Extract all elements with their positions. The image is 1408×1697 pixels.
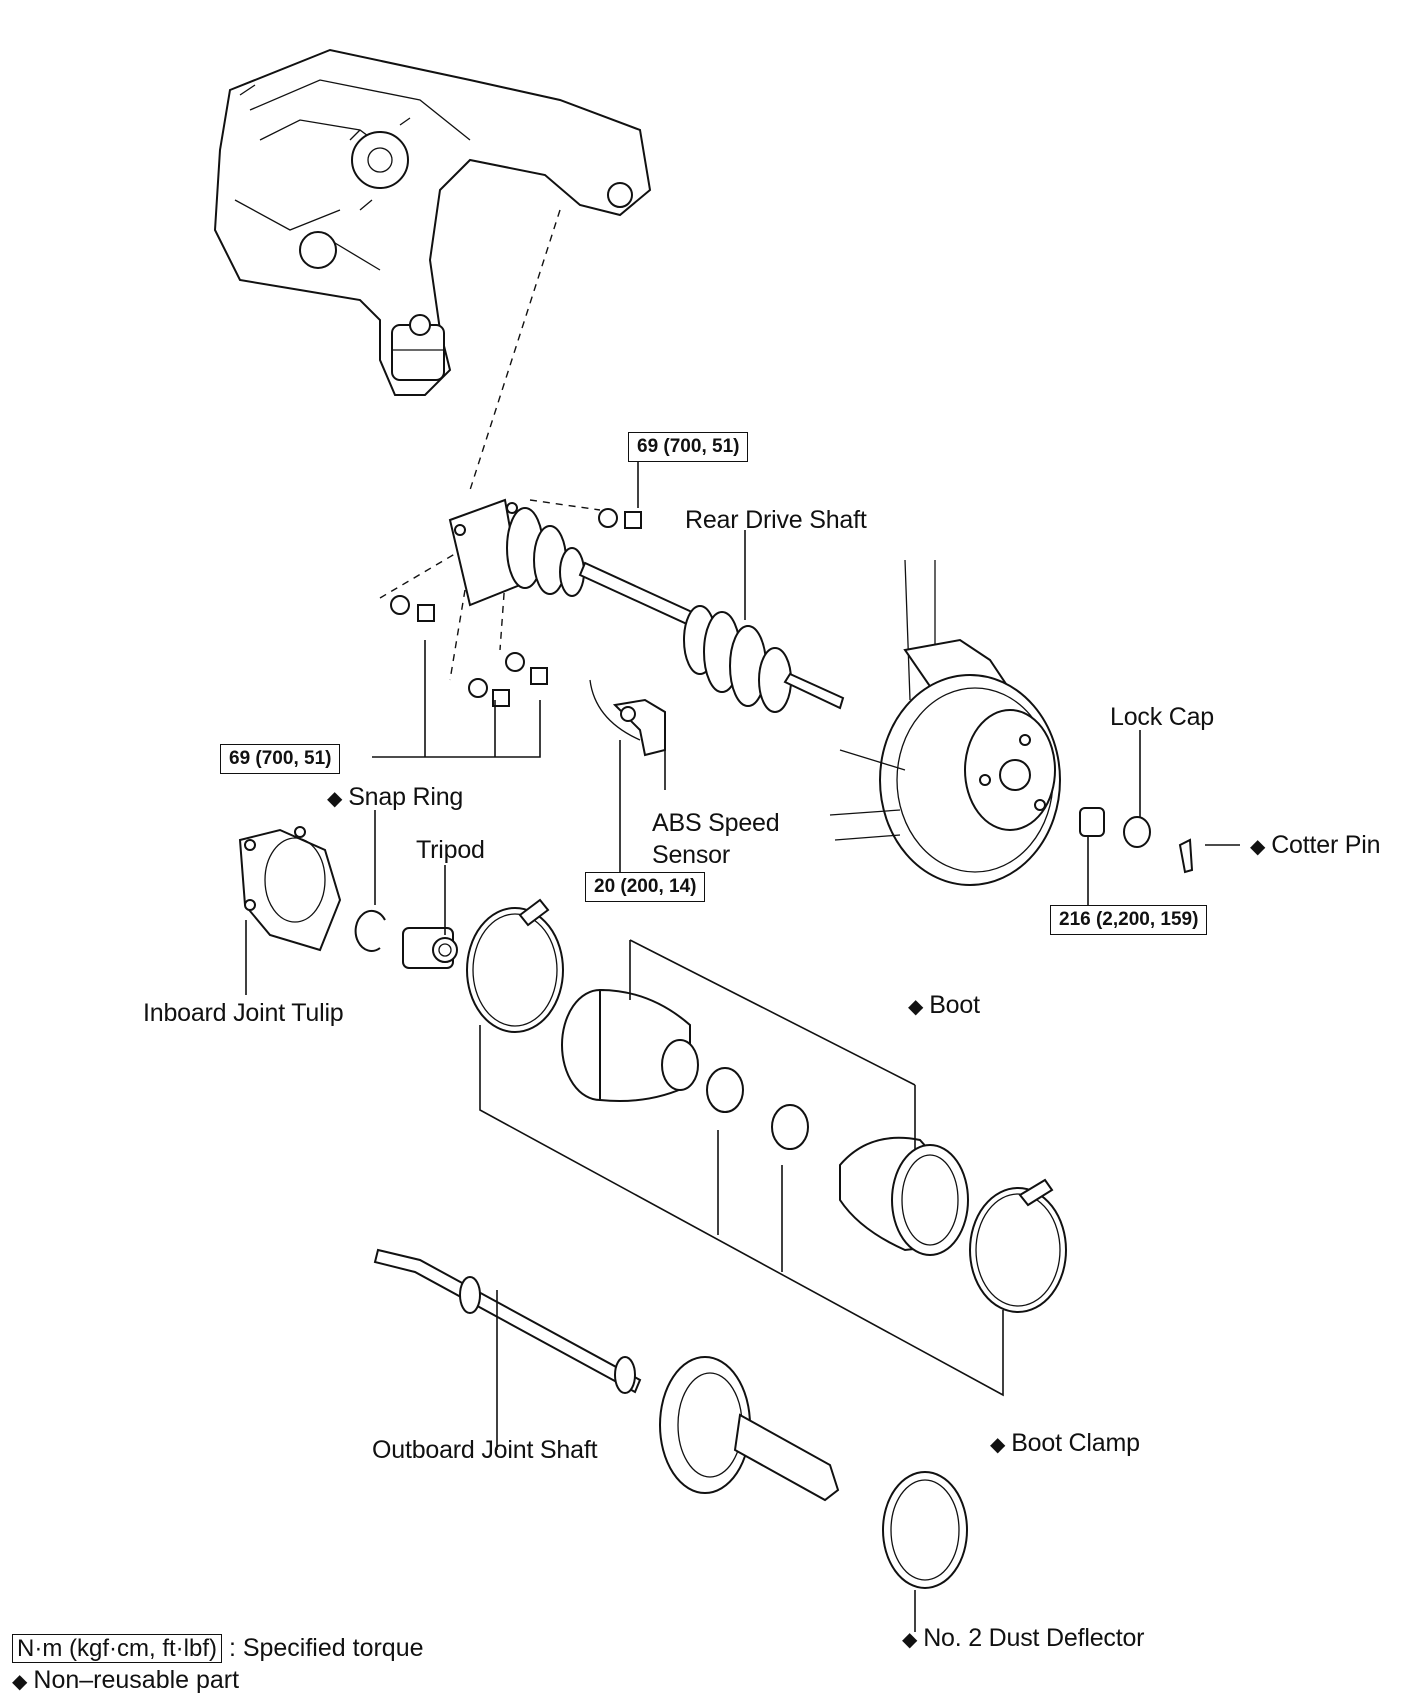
dust-deflector-part: [882, 1471, 968, 1589]
label-tripod: Tripod: [416, 836, 485, 864]
label-boot-clamp: ◆Boot Clamp: [990, 1429, 1140, 1457]
large-clamp-2: [969, 1187, 1067, 1313]
rear-drive-shaft-assembly: [390, 498, 845, 713]
inboard-boot: [561, 988, 699, 1102]
label-dust-deflector: ◆No. 2 Dust Deflector: [902, 1624, 1145, 1652]
snap-ring-part: [354, 910, 386, 952]
torque-box-4: 216 (2,200, 159): [1050, 905, 1208, 935]
label-lock-cap: Lock Cap: [1110, 703, 1215, 731]
nonreusable-marker: ◆: [990, 1434, 1006, 1456]
nonreusable-marker: ◆: [1250, 836, 1266, 858]
label-abs-speed-line2: Sensor: [652, 841, 731, 869]
torque-box-3: 20 (200, 14): [585, 872, 706, 902]
leader-boot-clamp: [479, 1025, 1004, 1397]
nonreusable-marker: ◆: [327, 788, 343, 810]
torque-box-2: 69 (700, 51): [220, 744, 341, 774]
legend-unit-desc: : Specified torque: [228, 1634, 424, 1662]
inboard-joint-tulip: [238, 826, 342, 952]
nonreusable-marker: ◆: [902, 1629, 918, 1651]
leader-boot: [629, 939, 916, 1150]
legend-nonreusable: ◆Non–reusable part: [12, 1665, 239, 1697]
label-rear-drive-shaft: Rear Drive Shaft: [685, 506, 867, 534]
suspension-member: [213, 48, 652, 396]
outboard-boot: [839, 1136, 969, 1256]
small-clamp-2: [771, 1104, 809, 1150]
tripod-part: [402, 927, 458, 969]
legend-torque: N·m (kgf·cm, ft·lbf) : Specified torque: [12, 1633, 424, 1664]
label-boot: ◆Boot: [908, 991, 980, 1019]
legend-unit-box: N·m (kgf·cm, ft·lbf): [12, 1634, 222, 1663]
leader-abs: [619, 740, 666, 872]
leader-t2: [372, 640, 541, 758]
large-clamp-1: [466, 907, 564, 1033]
label-outboard-joint-shaft: Outboard Joint Shaft: [372, 1436, 598, 1464]
outboard-joint-shaft: [373, 1248, 840, 1502]
label-abs-speed-line1: ABS Speed: [652, 809, 780, 837]
legend-nonreusable-desc: Non–reusable part: [33, 1666, 240, 1694]
label-snap-ring: ◆Snap Ring: [327, 783, 464, 811]
label-inboard-joint-tulip: Inboard Joint Tulip: [143, 999, 344, 1027]
abs-speed-sensor: [589, 679, 666, 757]
hub-and-brake-disc: [829, 559, 1194, 886]
torque-box-1: 69 (700, 51): [628, 432, 749, 462]
label-cotter-pin: ◆Cotter Pin: [1250, 831, 1381, 859]
nonreusable-marker: ◆: [12, 1671, 28, 1693]
nonreusable-marker: ◆: [908, 996, 924, 1018]
small-clamp-1: [706, 1067, 744, 1113]
